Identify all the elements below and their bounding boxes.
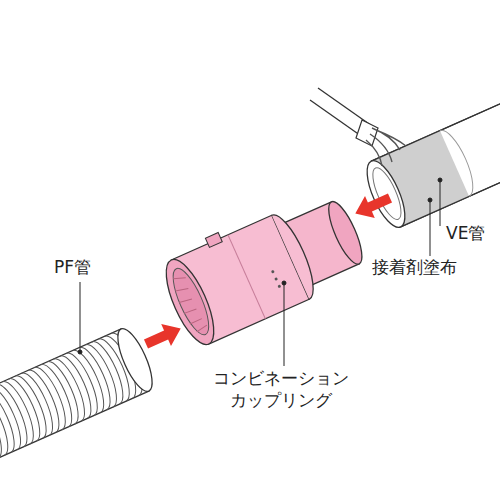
part-label: PF管 bbox=[54, 256, 114, 278]
part-label: VE管 bbox=[446, 222, 500, 244]
pf-pipe bbox=[0, 324, 159, 480]
note-label: 接着剤塗布 bbox=[372, 256, 472, 278]
insert-arrow bbox=[141, 318, 185, 355]
part-label: コンビネーション カップリング bbox=[206, 367, 356, 411]
adhesive-brush bbox=[310, 88, 406, 166]
insert-arrow bbox=[350, 187, 394, 224]
combination-coupling bbox=[154, 181, 373, 350]
